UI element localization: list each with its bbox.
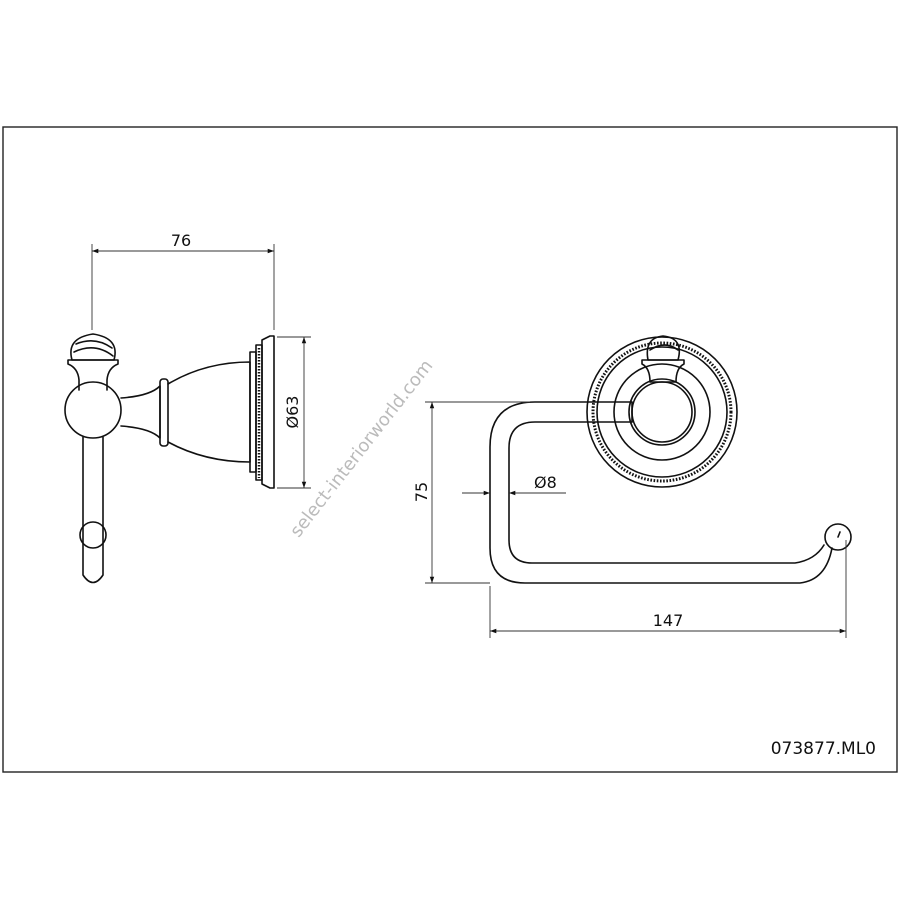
dimension-8: Ø8 [462,473,566,496]
dimension-label-63: Ø63 [283,396,302,429]
side-view [64,333,275,584]
watermark: select-interiorworld.com [286,356,437,542]
dimension-75: 75 [412,401,530,584]
front-view [489,335,852,584]
part-number: 073877.ML0 [771,739,876,759]
dimension-label-147: 147 [653,611,684,630]
dimension-label-8: Ø8 [534,473,557,492]
dimension-76: 76 [91,231,275,330]
dimension-63: Ø63 [277,336,311,489]
dimension-label-75: 75 [412,482,431,502]
dimension-label-76: 76 [171,231,191,250]
drawing-frame [2,126,898,773]
dimension-147: 147 [489,540,847,638]
